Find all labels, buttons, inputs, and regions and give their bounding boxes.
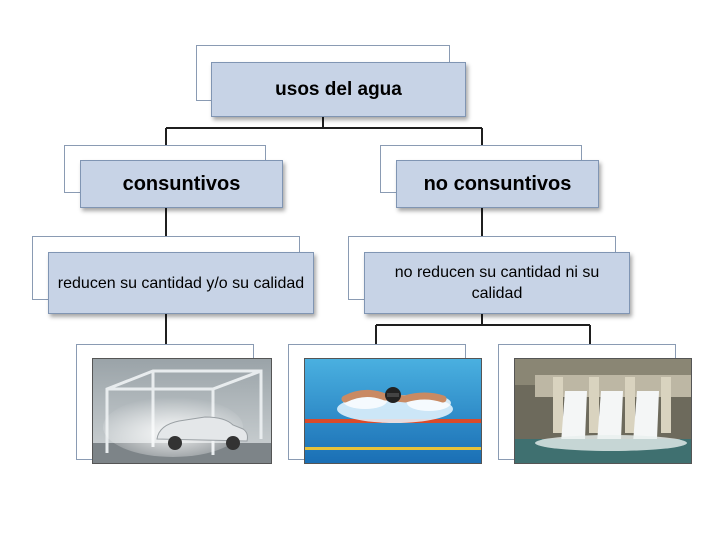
consuntivos-label: consuntivos xyxy=(122,172,241,195)
root-node: usos del agua xyxy=(211,62,466,117)
root-label: usos del agua xyxy=(275,78,402,100)
no-consuntivos-node: no consuntivos xyxy=(396,160,599,208)
consuntivos-description: reducen su cantidad y/o su calidad xyxy=(57,274,305,292)
swimmer-photo xyxy=(304,358,482,464)
car-wash-photo xyxy=(92,358,272,464)
consuntivos-description-node: reducen su cantidad y/o su calidad xyxy=(48,252,314,314)
consuntivos-node: consuntivos xyxy=(80,160,283,208)
no-consuntivos-label: no consuntivos xyxy=(423,172,572,195)
dam-photo xyxy=(514,358,692,464)
no-consuntivos-description-node: no reducen su cantidad ni su calidad xyxy=(364,252,630,314)
no-consuntivos-description: no reducen su cantidad ni su calidad xyxy=(394,264,600,302)
